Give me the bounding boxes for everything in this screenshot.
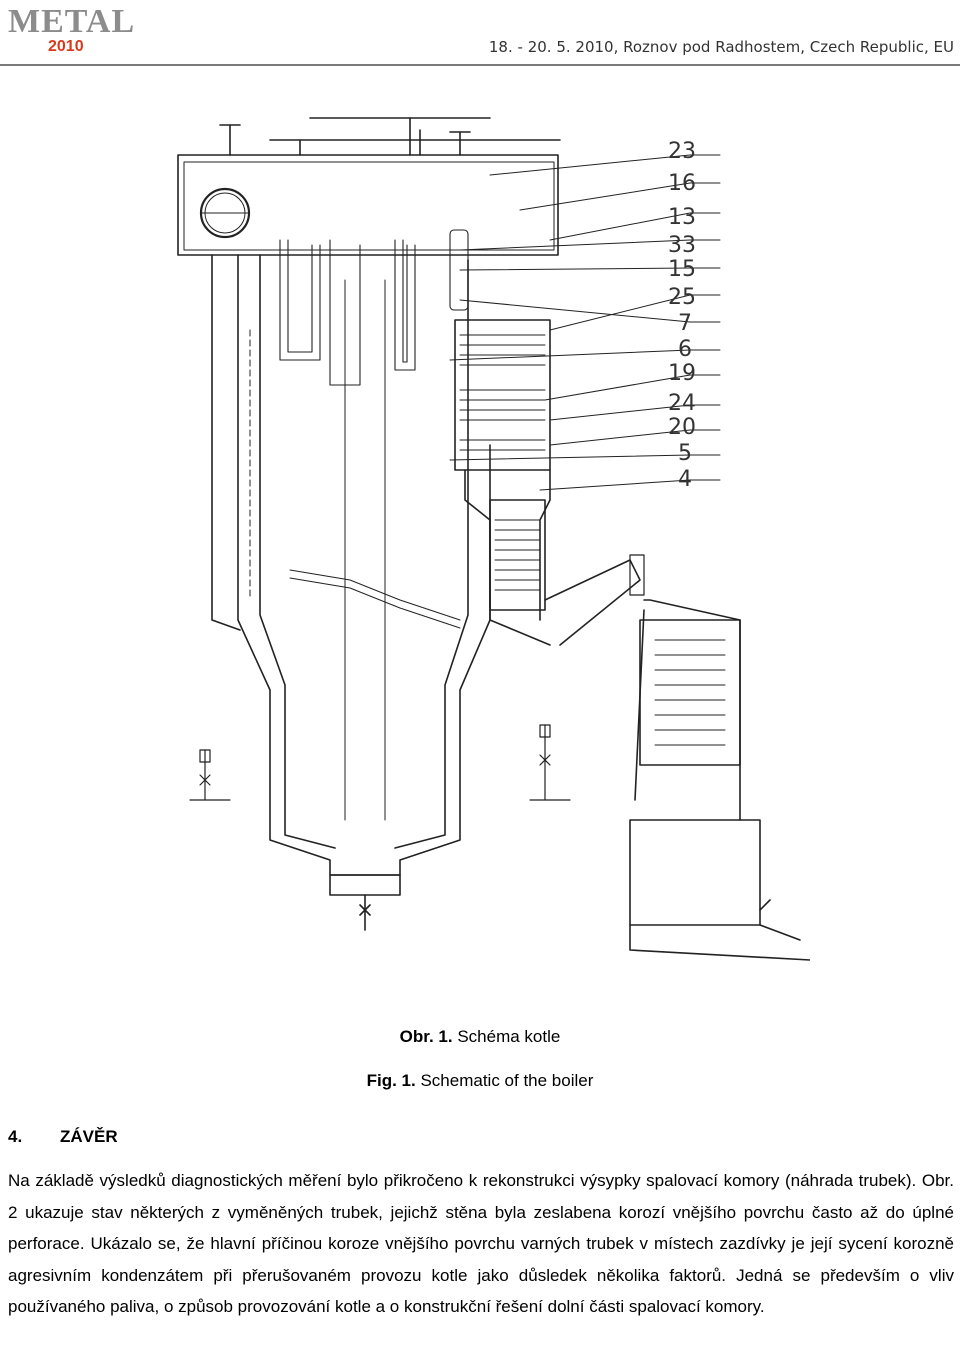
logo-year: 2010 bbox=[48, 38, 84, 55]
superheater-tubes bbox=[279, 229, 469, 386]
drum bbox=[199, 187, 251, 239]
label-7: 7 bbox=[678, 311, 692, 336]
metal-logo: METAL 2010 bbox=[8, 2, 134, 60]
section-title: ZÁVĚR bbox=[60, 1127, 118, 1146]
label-5: 5 bbox=[678, 441, 692, 466]
label-13: 13 bbox=[668, 205, 696, 230]
top-header-box bbox=[177, 117, 561, 256]
label-33: 33 bbox=[668, 233, 696, 258]
label-4: 4 bbox=[678, 467, 692, 492]
boiler-schematic-figure: 23 16 13 33 15 25 7 6 19 24 20 5 4 bbox=[160, 100, 811, 1010]
label-20: 20 bbox=[668, 415, 696, 440]
caption-cz-label: Obr. 1. bbox=[399, 1027, 453, 1046]
body-paragraph: Na základě výsledků diagnostických měřen… bbox=[8, 1171, 954, 1316]
reference-labels bbox=[449, 154, 721, 491]
caption-en-text: Schematic of the boiler bbox=[420, 1071, 594, 1090]
conference-info: 18. - 20. 5. 2010, Roznov pod Radhostem,… bbox=[488, 38, 954, 56]
label-24: 24 bbox=[668, 391, 696, 416]
figure-caption-cz: Obr. 1. Schéma kotle bbox=[0, 1027, 960, 1047]
logo-text: METAL bbox=[8, 3, 136, 40]
furnace-walls bbox=[211, 254, 491, 931]
figure-number-labels: 23 16 13 33 15 25 7 6 19 24 20 5 4 bbox=[668, 139, 696, 492]
caption-en-label: Fig. 1. bbox=[366, 1071, 416, 1090]
label-15: 15 bbox=[668, 257, 696, 282]
page-header: METAL 2010 18. - 20. 5. 2010, Roznov pod… bbox=[0, 0, 960, 66]
flue-duct bbox=[544, 554, 741, 821]
boiler-schematic-drawing: 23 16 13 33 15 25 7 6 19 24 20 5 4 bbox=[177, 117, 811, 961]
air-heater bbox=[629, 619, 811, 961]
label-19: 19 bbox=[668, 361, 696, 386]
label-25: 25 bbox=[668, 285, 696, 310]
label-23: 23 bbox=[668, 139, 696, 164]
section-number: 4. bbox=[8, 1127, 23, 1146]
label-6: 6 bbox=[678, 337, 692, 362]
label-16: 16 bbox=[668, 171, 696, 196]
caption-cz-text: Schéma kotle bbox=[457, 1027, 561, 1046]
figure-caption-en: Fig. 1. Schematic of the boiler bbox=[0, 1071, 960, 1091]
economiser-section bbox=[454, 319, 551, 646]
section-heading: 4. ZÁVĚR bbox=[8, 1127, 118, 1147]
valves bbox=[189, 724, 571, 801]
header-divider bbox=[0, 64, 960, 66]
